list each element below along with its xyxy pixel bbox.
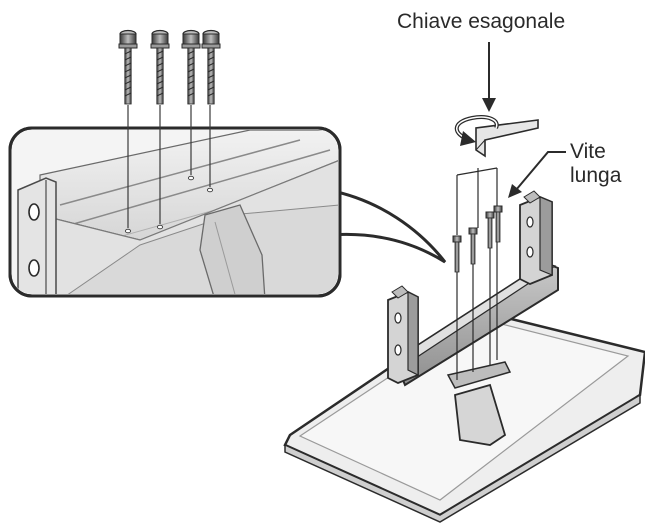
long-screw-label-line1: Vite xyxy=(570,140,606,163)
stand-assembly xyxy=(283,42,645,523)
arrow-pointer-icon xyxy=(508,151,566,198)
left-upright xyxy=(387,285,419,384)
hex-key-label: Chiave esagonale xyxy=(397,10,566,33)
screw-hole xyxy=(206,187,214,193)
screw-hole xyxy=(156,224,164,230)
screw-hole xyxy=(187,175,195,181)
arrow-down-icon xyxy=(482,42,496,112)
callout-pointer xyxy=(326,188,447,264)
right-upright xyxy=(519,190,553,285)
long-screw-label-line2: lunga xyxy=(570,164,622,187)
support-post xyxy=(199,204,266,294)
magnified-inset xyxy=(8,126,447,298)
screw-icon xyxy=(201,29,221,105)
screw-icon xyxy=(468,227,478,265)
screw-icon xyxy=(485,211,495,249)
hex-key-icon xyxy=(475,119,539,158)
rotate-arrow-icon xyxy=(454,115,499,146)
screw-icon xyxy=(452,235,462,273)
left-bracket xyxy=(17,177,57,294)
inset-screws xyxy=(118,29,221,228)
long-screw-label: Vite lunga xyxy=(570,140,621,188)
stand-neck xyxy=(454,383,507,446)
screw-icon xyxy=(118,29,138,105)
screw-icon xyxy=(150,29,170,105)
screw-icon xyxy=(181,29,201,105)
screw-icon xyxy=(493,205,503,243)
screw-hole xyxy=(124,228,132,234)
